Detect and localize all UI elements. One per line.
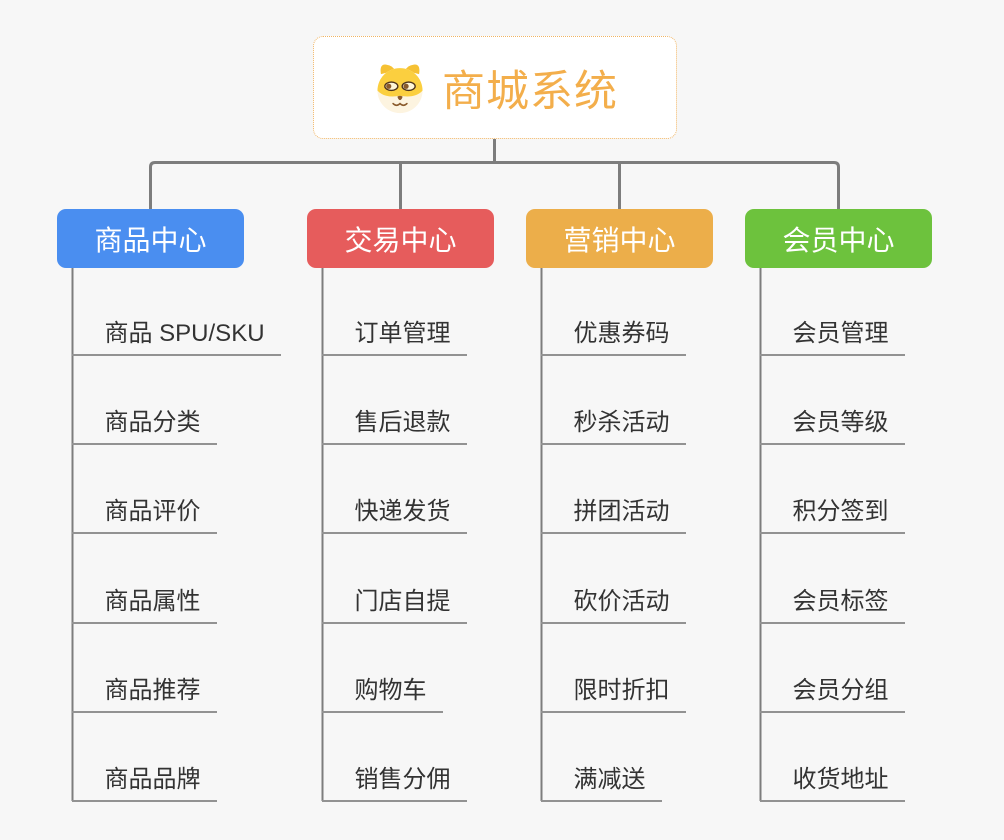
leaf-topic[interactable]: 会员标签 — [759, 584, 905, 624]
leaf-topic[interactable]: 拼团活动 — [540, 494, 686, 534]
branch-node[interactable]: 会员中心 — [745, 209, 932, 268]
leaf-topic[interactable]: 订单管理 — [321, 316, 467, 356]
leaf-topic[interactable]: 商品属性 — [71, 584, 217, 624]
leaf-topic[interactable]: 会员管理 — [759, 316, 905, 356]
leaf-topic[interactable]: 门店自提 — [321, 584, 467, 624]
leaf-topic[interactable]: 会员等级 — [759, 405, 905, 445]
leaf-topic[interactable]: 商品推荐 — [71, 673, 217, 713]
leaf-topic[interactable]: 会员分组 — [759, 673, 905, 713]
leaf-topic[interactable]: 秒杀活动 — [540, 405, 686, 445]
branch-node[interactable]: 商品中心 — [57, 209, 244, 268]
leaf-topic[interactable]: 优惠券码 — [540, 316, 686, 356]
leaf-topic[interactable]: 满减送 — [540, 762, 662, 802]
leaf-topic[interactable]: 销售分佣 — [321, 762, 467, 802]
dog-face-icon — [377, 64, 423, 113]
root-topic-label: 商城系统 — [442, 67, 618, 116]
root-topic[interactable]: 商城系统 — [313, 36, 677, 139]
leaf-topic[interactable]: 商品 SPU/SKU — [71, 316, 281, 356]
branch-node[interactable]: 营销中心 — [526, 209, 713, 268]
leaf-topic[interactable]: 限时折扣 — [540, 673, 686, 713]
leaf-topic[interactable]: 收货地址 — [759, 762, 905, 802]
leaf-topic[interactable]: 商品评价 — [71, 494, 217, 534]
leaf-topic[interactable]: 商品品牌 — [71, 762, 217, 802]
leaf-topic[interactable]: 快递发货 — [321, 494, 467, 534]
leaf-topic[interactable]: 购物车 — [321, 673, 443, 713]
leaf-topic[interactable]: 售后退款 — [321, 405, 467, 445]
branch-node[interactable]: 交易中心 — [307, 209, 494, 268]
leaf-topic[interactable]: 砍价活动 — [540, 584, 686, 624]
leaf-topic[interactable]: 商品分类 — [71, 405, 217, 445]
leaf-topic[interactable]: 积分签到 — [759, 494, 905, 534]
